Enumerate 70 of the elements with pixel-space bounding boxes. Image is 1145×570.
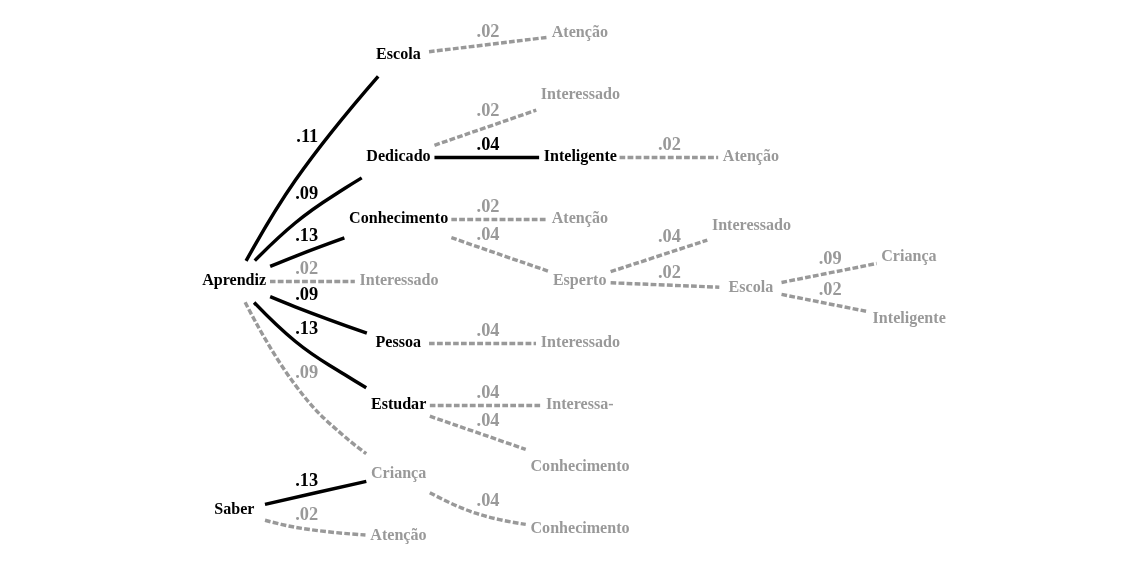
connector [450, 236, 548, 273]
connector [428, 491, 526, 527]
connector [610, 281, 719, 289]
edge-label: .13 [294, 225, 318, 246]
edge-label: .09 [294, 283, 318, 304]
edge-label: .02 [657, 261, 681, 282]
connector [264, 479, 367, 506]
connector [244, 75, 379, 262]
node-text: Atenção [551, 208, 608, 226]
connector [243, 301, 367, 456]
node-text: Criança [370, 463, 426, 481]
node-text: Conhecimento [530, 518, 630, 536]
edge-label: .02 [818, 279, 842, 300]
node-text: Interessado [540, 332, 620, 350]
connector [780, 261, 877, 285]
node-text: Escola [375, 44, 421, 62]
edge-label: .04 [476, 134, 500, 155]
node-text: Interessado [358, 270, 439, 288]
edge-label: .04 [657, 226, 681, 247]
node-text: Conhecimento [348, 208, 448, 226]
edge-label: .13 [294, 318, 318, 339]
node-text: Atenção [369, 525, 427, 543]
edge-label: .09 [294, 361, 318, 382]
edge-label: .04 [476, 320, 500, 341]
connector [780, 292, 868, 314]
edge-label: .02 [294, 504, 318, 525]
node-text: Inteligente [543, 146, 617, 164]
node-text: Conhecimento [530, 456, 630, 474]
connector [264, 518, 366, 537]
edge-label: .04 [476, 490, 500, 511]
node-text: Saber [213, 500, 254, 518]
connector [252, 301, 367, 390]
edge-label: .04 [476, 224, 500, 244]
node-text: Inteligente [872, 308, 946, 326]
node-text: Escola [728, 277, 773, 295]
connector [253, 176, 363, 262]
edge-label: .02 [476, 20, 500, 41]
node-text: Interessa- [545, 394, 614, 412]
node-text: Criança [880, 246, 937, 264]
edge-label: .09 [294, 182, 318, 203]
connector [433, 155, 539, 160]
node-text: Atenção [722, 146, 779, 164]
edge-label: .11 [295, 126, 318, 147]
edge-label: .02 [294, 258, 318, 279]
connector [269, 236, 345, 269]
connector [269, 279, 355, 284]
connector [609, 238, 708, 274]
connector [450, 217, 547, 222]
edge-label: .04 [476, 382, 500, 403]
edge-label: .02 [657, 134, 681, 155]
connector [428, 341, 536, 346]
edge-label: .02 [476, 196, 500, 217]
connector [619, 155, 718, 160]
connector [429, 403, 541, 408]
connector [428, 414, 526, 451]
node-text: Estudar [370, 394, 426, 412]
node-text: Atenção [551, 22, 608, 40]
node-text: Esperto [552, 270, 606, 288]
edge-label: .13 [294, 469, 318, 490]
edge-label: .09 [818, 248, 842, 269]
edge-label: .02 [476, 100, 500, 121]
edge-label: .04 [476, 409, 500, 430]
connector [269, 295, 367, 335]
node-text: Dedicado [365, 146, 431, 164]
connector [433, 108, 537, 147]
node-text: Pessoa [375, 332, 421, 350]
node-text: Interessado [540, 84, 620, 102]
connector [428, 35, 547, 54]
node-text: Interessado [711, 215, 791, 233]
node-text: Aprendiz [201, 270, 266, 288]
